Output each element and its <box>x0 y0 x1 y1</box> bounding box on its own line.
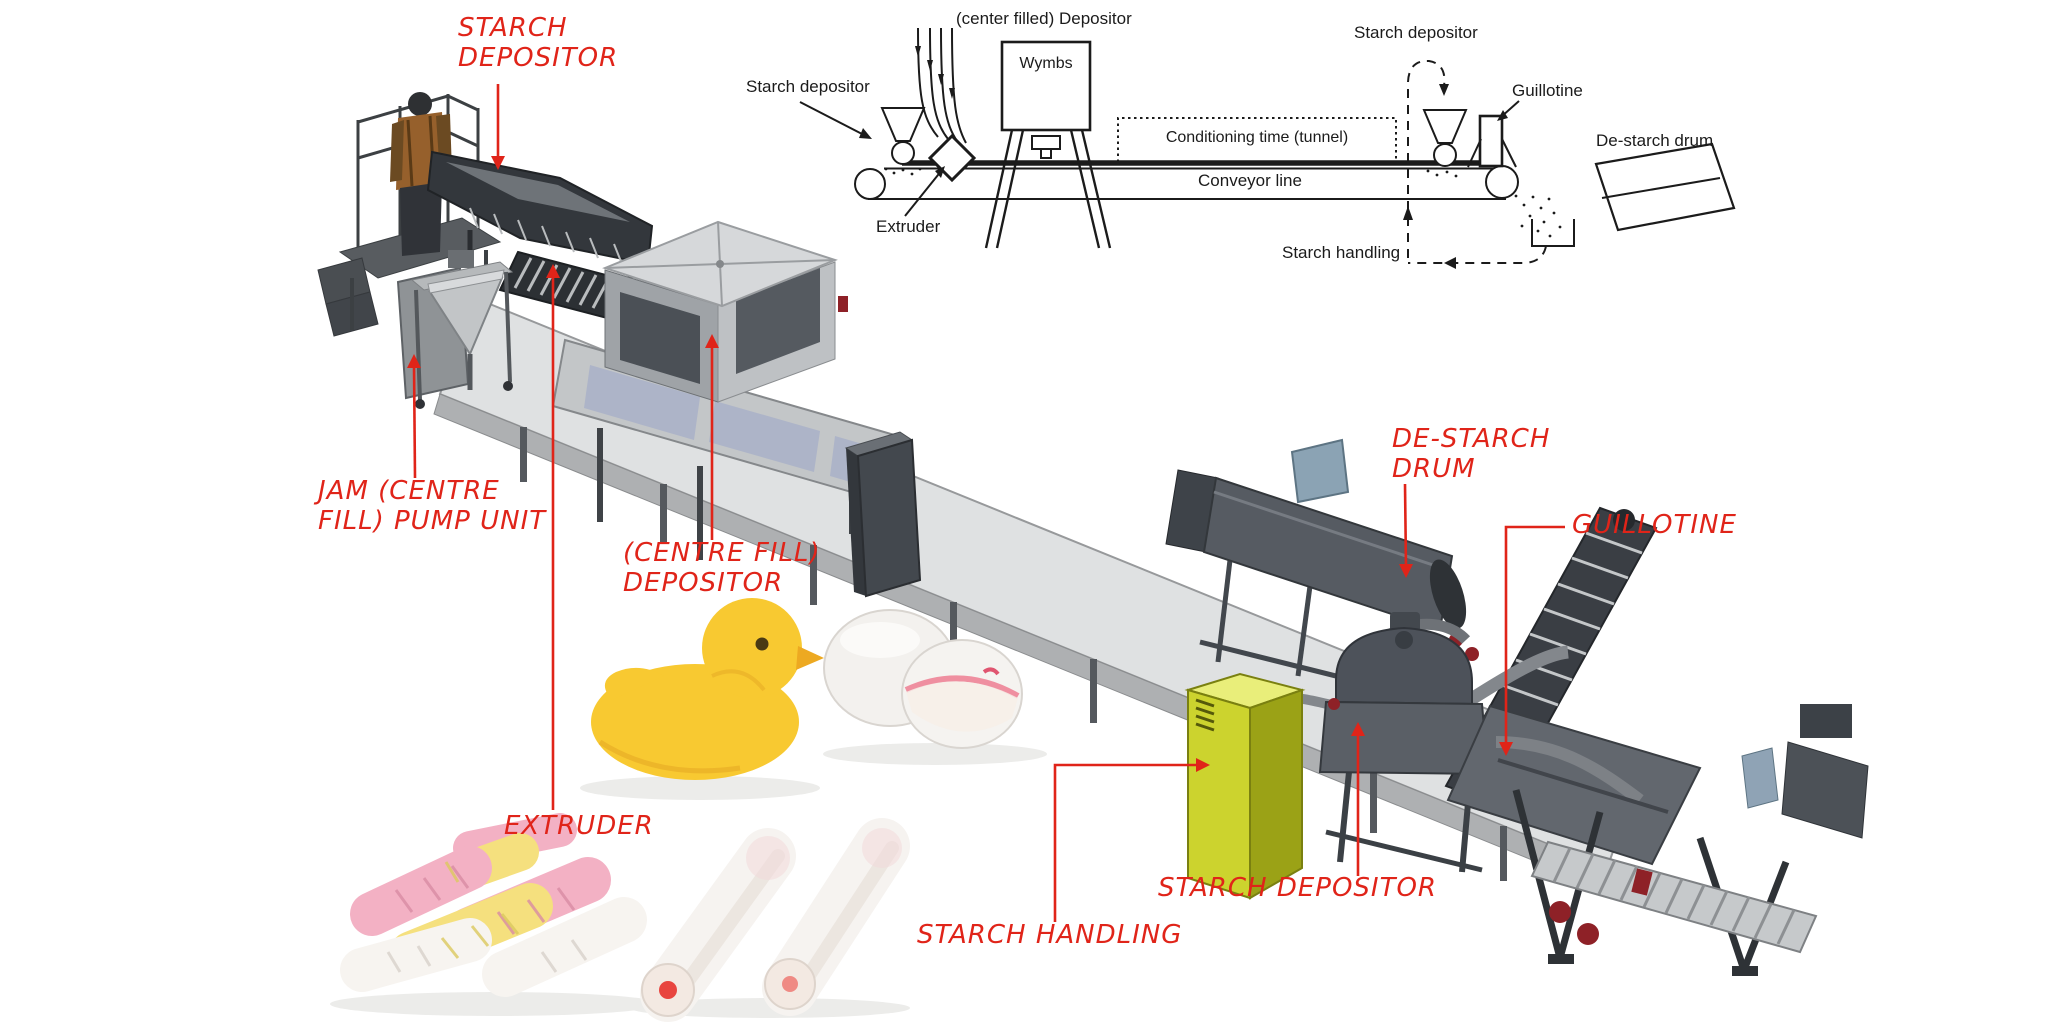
label-starch-depositor-bottom: STARCH DEPOSITOR <box>1158 873 1437 903</box>
schematic-conveyor <box>854 160 1519 200</box>
leader-guillotine <box>1499 525 1565 756</box>
leader-de-starch-drum <box>1399 483 1413 578</box>
schematic-center-depositor-label: (center filled) Depositor <box>956 9 1132 28</box>
leader-centre-fill-depositor <box>705 334 719 540</box>
schematic-extruder-label: Extruder <box>876 217 941 236</box>
leader-jam-pump-unit <box>407 354 421 479</box>
leader-starch-handling <box>1053 758 1210 922</box>
schematic-wymbs-depositor <box>984 40 1112 249</box>
label-centre-fill-depositor: (CENTRE FILL) DEPOSITOR <box>623 538 821 598</box>
panel-slab <box>844 431 922 598</box>
label-de-starch-drum: DE-STARCH DRUM <box>1392 424 1551 484</box>
schematic-starch-depositor-right-label: Starch depositor <box>1354 23 1478 42</box>
leader-extruder <box>546 264 560 810</box>
label-jam-centre-fill-pump-unit: JAM (CENTRE FILL) PUMP UNIT <box>318 476 547 536</box>
schematic-starch-recycle-path <box>1403 59 1547 269</box>
twisted-marshmallows <box>330 813 660 1016</box>
centre-fill-depositor-machine <box>551 220 907 560</box>
schematic-guillotine <box>1467 100 1520 168</box>
tube-marshmallows <box>630 818 910 1022</box>
schematic-conveyor-line-label: Conveyor line <box>1198 171 1302 190</box>
leader-starch-depositor-bottom <box>1351 722 1365 876</box>
leader-starch-depositor-top <box>491 84 505 170</box>
platform-and-operator <box>317 92 502 337</box>
label-guillotine: GUILLOTINE <box>1572 510 1737 540</box>
schematic-starch-handling-label: Starch handling <box>1282 243 1401 262</box>
schematic-starch-funnel-right <box>1422 109 1468 178</box>
red-leader-lines <box>407 84 1565 922</box>
schematic-tunnel-box <box>1117 117 1397 162</box>
schematic-guillotine-label: Guillotine <box>1512 81 1583 100</box>
label-starch-handling: STARCH HANDLING <box>917 920 1183 950</box>
process-schematic <box>799 27 1736 269</box>
schematic-conditioning-tunnel-label: Conditioning time (tunnel) <box>1165 129 1349 146</box>
schematic-destarch-drum <box>1594 142 1736 232</box>
schematic-extruder <box>904 27 977 217</box>
product-photos <box>330 598 1047 1022</box>
round-marshmallows <box>823 609 1047 765</box>
label-starch-depositor-top: STARCH DEPOSITOR <box>458 13 619 73</box>
schematic-starch-depositor-left-label: Starch depositor <box>746 77 870 96</box>
schematic-starch-funnel-left <box>799 101 926 176</box>
schematic-de-starch-drum-label: De-starch drum <box>1596 131 1714 150</box>
starch-handling-cabinet <box>1184 672 1306 900</box>
peep-marshmallow <box>580 598 824 800</box>
starch-depositor-dome-machine <box>1284 612 1569 873</box>
schematic-collection-box <box>1514 194 1575 247</box>
label-extruder: EXTRUDER <box>504 811 654 841</box>
schematic-wymbs-label: Wymbs <box>1019 55 1073 72</box>
